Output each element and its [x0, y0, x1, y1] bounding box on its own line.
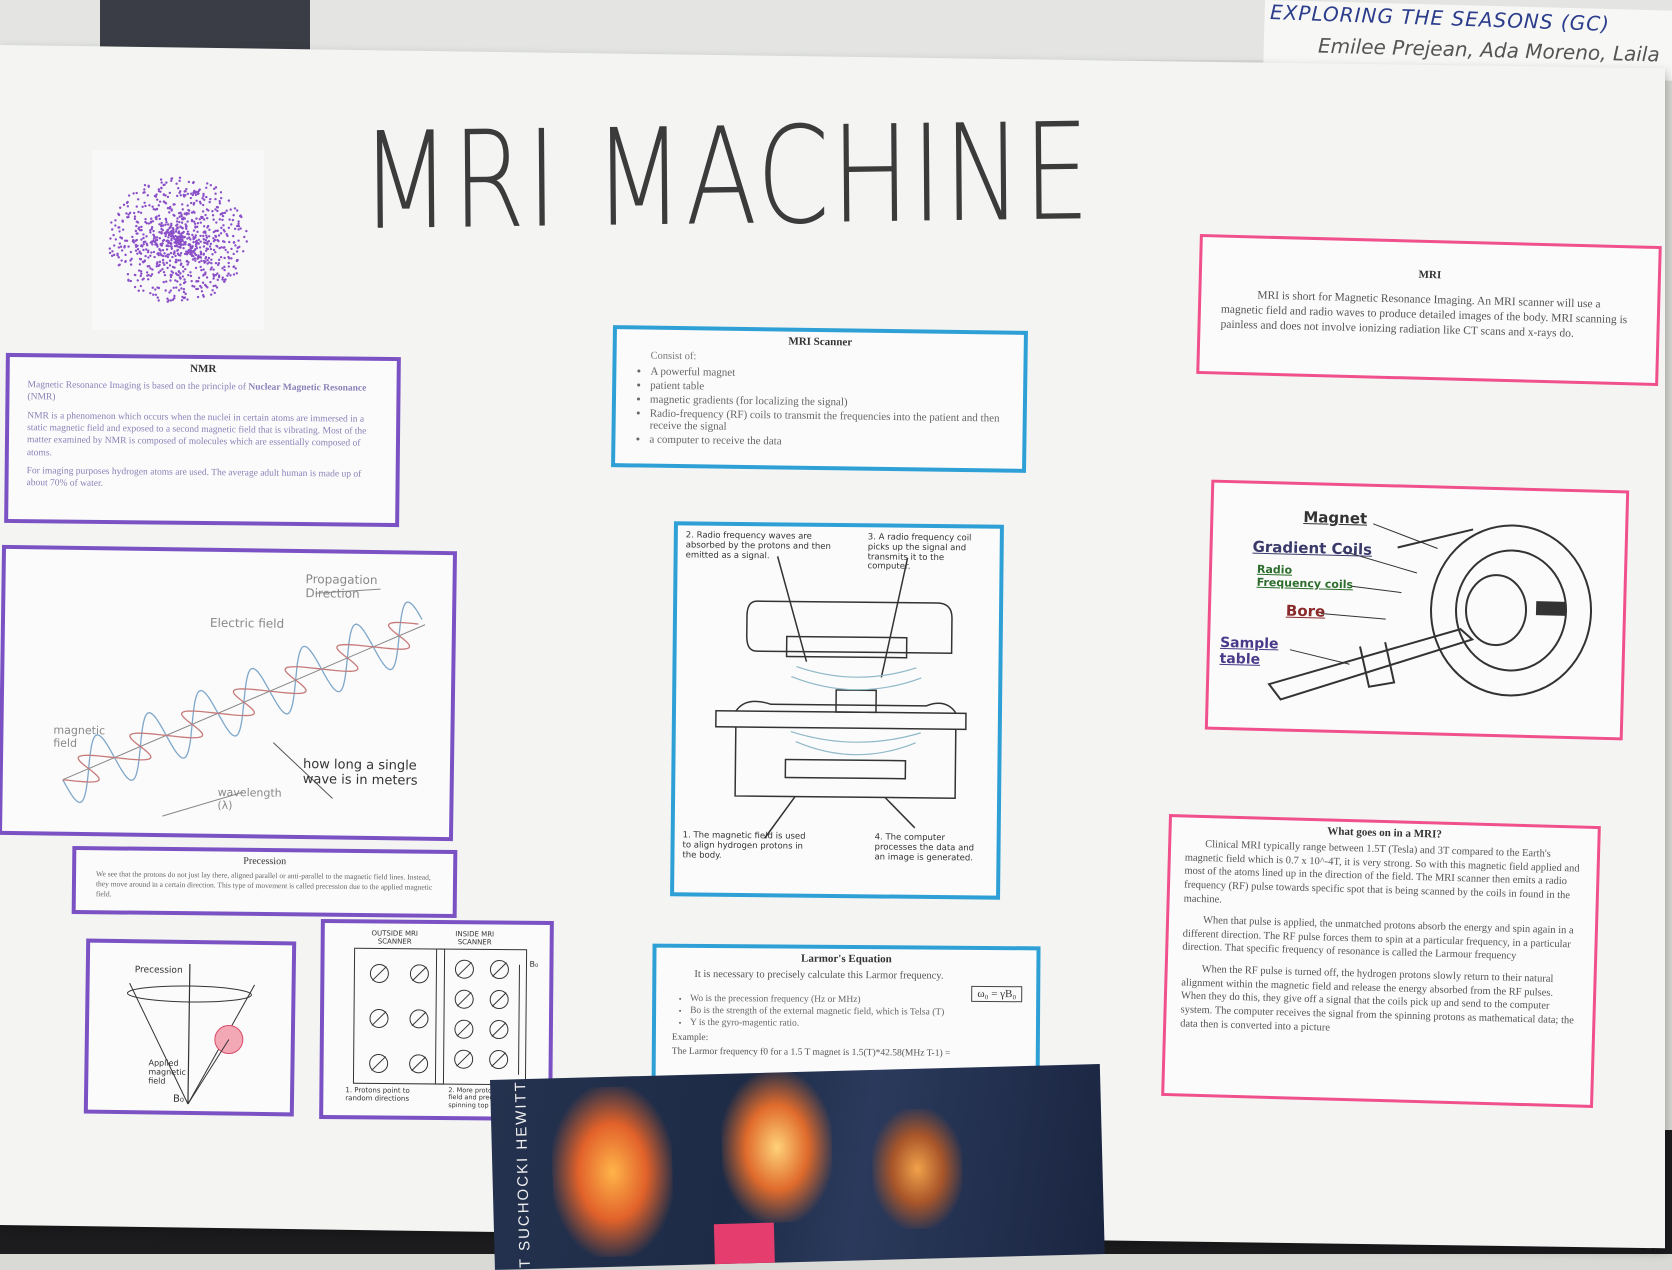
- spin-arrow: [491, 1052, 507, 1067]
- textbook: TT SUCHOCKI HEWITT: [490, 1064, 1105, 1270]
- nmr-title: NMR: [190, 362, 217, 376]
- machine-drawing: Magnet Gradient Coils Radio Frequency co…: [1204, 479, 1630, 741]
- precession-title: Precession: [243, 855, 287, 868]
- nmr-para1-bold: Nuclear Magnetic Resonance: [248, 382, 367, 394]
- scanner-drawing: 2. Radio frequency waves are absorbed by…: [670, 521, 1004, 900]
- larmor-intro: It is necessary to precisely calculate t…: [694, 968, 944, 982]
- larmor-equation: ω₀ = γB₀: [971, 985, 1023, 1003]
- wave-line: [62, 621, 419, 783]
- list-item: a computer to receive the data: [649, 433, 1022, 450]
- precession-drawing: Precession Applied magnetic field B₀: [83, 938, 297, 1117]
- spin-arrow: [456, 1051, 472, 1067]
- spin-arrow: [411, 966, 427, 982]
- list-item: Bo is the strength of the external magne…: [690, 1006, 1036, 1018]
- nmr-card: NMR Magnetic Resonance Imaging is based …: [4, 352, 401, 528]
- whatgoes-card: What goes on in a MRI? Clinical MRI typi…: [1161, 814, 1601, 1108]
- whatgoes-para3: When the RF pulse is turned off, the hyd…: [1180, 964, 1575, 1034]
- spin-arrow: [491, 992, 507, 1007]
- whatgoes-para1: Clinical MRI typically range between 1.5…: [1183, 839, 1580, 906]
- proton-caption-1: 1. Protons point to random directions: [345, 1086, 410, 1103]
- list-item: Radio-frequency (RF) coils to transmit t…: [650, 407, 1023, 436]
- book-logo: [713, 1222, 776, 1270]
- proton: [454, 1049, 474, 1069]
- proton-grid: [352, 947, 528, 1086]
- proton: [489, 990, 509, 1010]
- machine-sketch: [1267, 523, 1593, 701]
- nmr-para1-post: (NMR): [27, 392, 56, 403]
- proton: [454, 1019, 474, 1039]
- proton: [409, 1009, 429, 1029]
- proton: [489, 960, 509, 980]
- electric-field-label: Electric field: [209, 615, 285, 631]
- b0-inside-label: B₀: [529, 959, 539, 969]
- scanner-list: A powerful magnet patient table magnetic…: [615, 365, 1023, 451]
- book-author-text: TT SUCHOCKI HEWITT: [512, 1079, 535, 1270]
- spin-arrow: [371, 1011, 387, 1026]
- whatgoes-para2: When that pulse is applied, the unmatche…: [1182, 915, 1574, 963]
- spin-arrow: [492, 962, 507, 977]
- book-cover-art: [870, 1107, 965, 1230]
- spin-arrow: [456, 991, 472, 1007]
- nmr-para1-text: Magnetic Resonance Imaging is based on t…: [27, 380, 249, 393]
- main-title: MRI MACHINE: [359, 94, 1092, 260]
- proton: [409, 1054, 429, 1074]
- spin-arrow: [411, 1056, 427, 1072]
- wave-line: [62, 601, 423, 804]
- spin-arrow: [371, 1056, 387, 1071]
- spin-arrow: [457, 961, 472, 977]
- precession-sketch: [126, 963, 256, 1105]
- proton: [369, 963, 389, 983]
- proton: [489, 1050, 509, 1070]
- wave-diagram: Propagation Direction Electric field mag…: [0, 544, 458, 842]
- propagation-label: Propagation Direction: [305, 572, 378, 601]
- magnetic-field-label: magnetic field: [53, 723, 106, 750]
- spin-arrow: [371, 966, 387, 981]
- sample-table-label: Sample table: [1219, 634, 1279, 669]
- proton-drawing: OUTSIDE MRI SCANNER INSIDE MRI SCANNER B…: [319, 918, 554, 1122]
- precession-label: Precession: [134, 965, 183, 976]
- applied-field-label: Applied magnetic field: [148, 1058, 186, 1087]
- rf-coils-label: Radio Frequency coils: [1256, 562, 1354, 591]
- scanner-step-2: 2. Radio frequency waves are absorbed by…: [685, 530, 831, 561]
- bore-label: Bore: [1285, 601, 1326, 621]
- list-item: Υ is the gyro-magentic ratio.: [690, 1018, 1036, 1030]
- scanner-sketch: [715, 556, 967, 839]
- book-cover-art: [719, 1071, 834, 1224]
- wave-drawing: [62, 588, 426, 817]
- scanner-step-1: 1. The magnetic field is used to align h…: [682, 830, 806, 861]
- b0-label: B₀: [172, 1093, 184, 1105]
- nmr-para3: For imaging purposes hydrogen atoms are …: [26, 466, 362, 490]
- precession-body: We see that the protons do not just lay …: [95, 869, 433, 898]
- spin-arrow: [411, 1011, 427, 1027]
- proton: [369, 1008, 389, 1028]
- proton: [489, 1020, 509, 1040]
- scanner-step-3: 3. A radio frequency coil picks up the s…: [867, 532, 972, 573]
- wave-note-label: how long a single wave is in meters: [302, 757, 418, 789]
- book-cover-art: [550, 1085, 675, 1259]
- proton: [409, 964, 429, 984]
- scanner-card: MRI Scanner Consist of: A powerful magne…: [611, 325, 1028, 473]
- larmor-title: Larmor's Equation: [801, 952, 892, 966]
- spin-arrow: [456, 1021, 472, 1037]
- precession-card: Precession We see that the protons do no…: [71, 845, 458, 919]
- spin-arrow: [491, 1022, 507, 1037]
- scanner-step-4: 4. The computer processes the data and a…: [874, 832, 975, 863]
- proton: [454, 959, 474, 979]
- gradient-coils-label: Gradient Coils: [1252, 537, 1373, 559]
- nmr-para2: NMR is a phenomenon which occurs when th…: [26, 410, 367, 459]
- nmr-para1: Magnetic Resonance Imaging is based on t…: [27, 379, 378, 407]
- magnet-label: Magnet: [1303, 507, 1368, 528]
- wavelength-label: wavelength (λ): [217, 785, 282, 812]
- larmor-example: The Larmor frequency f0 for a 1.5 T magn…: [671, 1046, 951, 1059]
- scanner-title: MRI Scanner: [788, 335, 853, 349]
- mri-body: MRI is short for Magnetic Resonance Imag…: [1220, 289, 1628, 340]
- mri-card: MRI MRI is short for Magnetic Resonance …: [1196, 233, 1662, 387]
- background-object: [100, 0, 310, 50]
- proton: [454, 989, 474, 1009]
- proton: [369, 1053, 389, 1073]
